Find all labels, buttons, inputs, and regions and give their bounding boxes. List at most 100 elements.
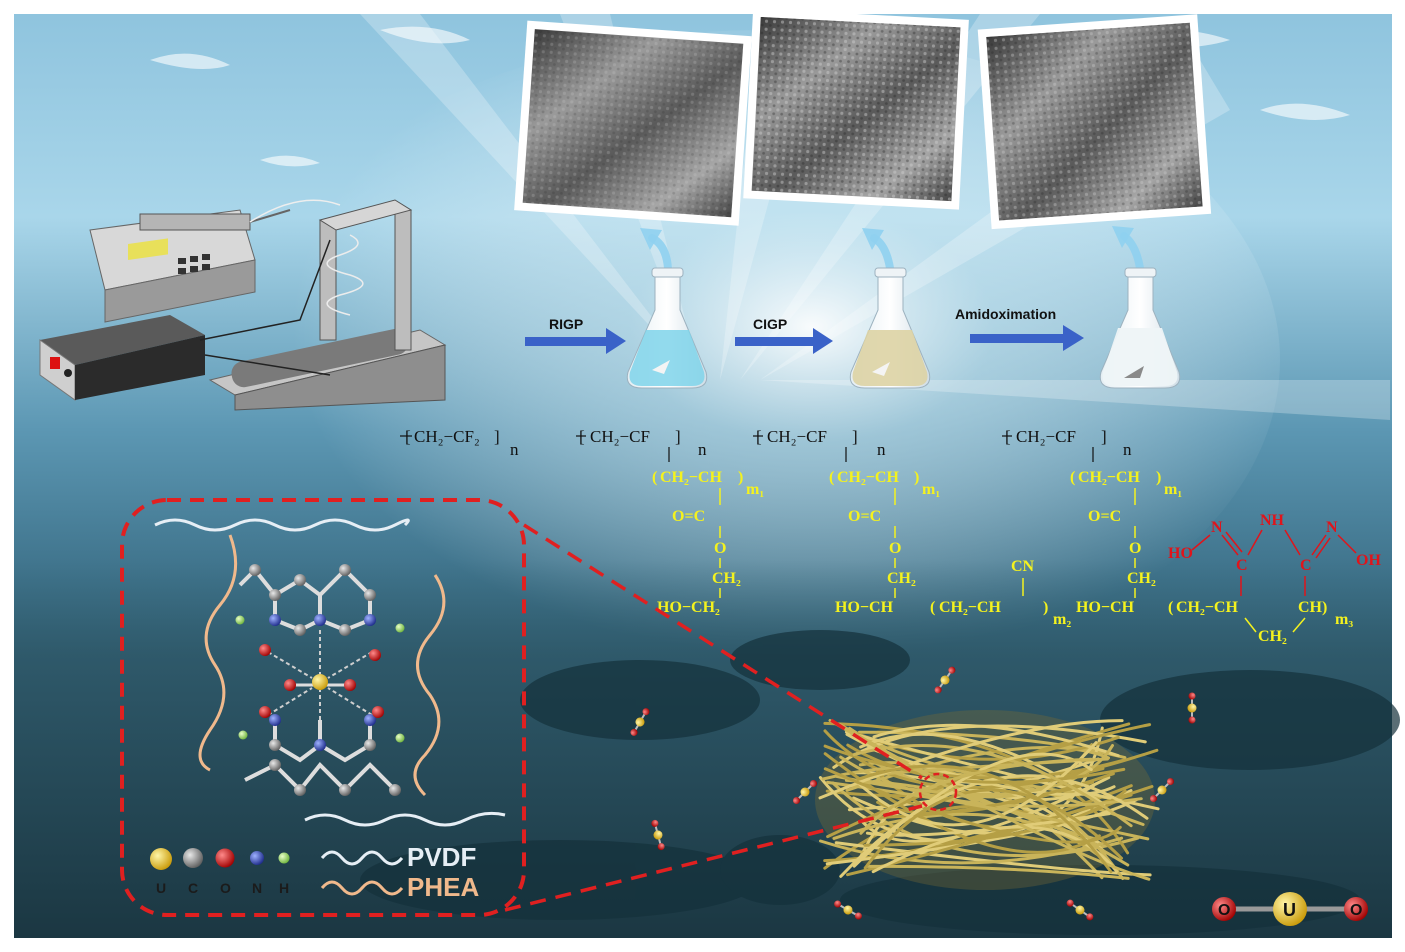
formula-amid-carbonyl: O=C	[1088, 508, 1121, 525]
syringe-pump-icon	[89, 209, 291, 323]
formula-amid-main: CH₂−CF	[1016, 427, 1076, 446]
fiber-strand	[819, 836, 1124, 865]
fiber-strand	[856, 764, 1113, 874]
formula-cigp-main: CH₂−CF	[767, 427, 827, 446]
formula-rigp-graft: CH₂−CH	[660, 469, 722, 486]
uranyl-ion-icon	[834, 900, 862, 920]
svg-text:(: (	[829, 469, 834, 486]
uranyl-amidoxime-complex	[235, 564, 405, 796]
fiber-strand	[852, 752, 1093, 868]
polymer-chains	[154, 518, 506, 827]
formula-pvdf-sub: n	[510, 440, 519, 459]
collector-frame-icon	[208, 199, 447, 411]
fiber-strand	[839, 755, 1143, 808]
svg-text:(: (	[652, 469, 657, 486]
sem-image-cigp	[743, 8, 969, 210]
formula-cigp-an-sub: m₂	[1053, 611, 1071, 628]
seabed-rocks	[360, 630, 1400, 935]
svg-text:(: (	[1168, 599, 1173, 616]
legend-pvdf-label: PVDF	[407, 842, 476, 872]
floating-uranyl-ions	[630, 666, 1197, 921]
formula-rigp-main: CH₂−CF	[590, 427, 650, 446]
uranyl-o-left: O	[1218, 902, 1230, 919]
legend-ball-c	[183, 848, 203, 868]
formula-amid-n-left: N	[1211, 519, 1223, 536]
formula-amid-n-right: N	[1326, 519, 1338, 536]
nanofiber-bundle	[815, 710, 1160, 890]
fiber-strand	[872, 723, 1120, 758]
svg-text:): )	[914, 469, 919, 486]
flask-rigp	[626, 267, 708, 389]
uranyl-ion-legend: O U O	[1212, 892, 1368, 926]
wires	[199, 199, 341, 376]
formula-amid-ch2: CH₂	[1127, 570, 1156, 587]
flask-cigp	[849, 267, 931, 389]
uranyl-o-left-ball	[1212, 897, 1236, 921]
legend-ball-u	[150, 848, 172, 870]
svg-text:[: [	[579, 427, 585, 446]
step-label-amidoximation: Amidoximation	[955, 306, 1056, 322]
legend-label-u: U	[156, 880, 166, 896]
formula-rigp-ether: O	[714, 540, 726, 557]
formula-amid-ring-bottom: CH₂	[1258, 628, 1287, 645]
uranyl-ion-icon	[1150, 778, 1174, 802]
formula-cigp-an: CH₂−CH	[939, 599, 1001, 616]
svg-text:]: ]	[1101, 427, 1107, 446]
uranyl-ion-icon	[1187, 692, 1197, 724]
fiber-strand	[839, 774, 1149, 878]
uranyl-ion-icon	[793, 780, 817, 804]
zoom-target-circle	[918, 772, 958, 812]
fiber-strand	[818, 719, 1124, 800]
formula-amid-ring-sub: m₃	[1335, 611, 1353, 628]
formula-rigp-sub: n	[698, 440, 707, 459]
svg-text:[: [	[405, 427, 411, 446]
formula-cigp-carbonyl: O=C	[848, 508, 881, 525]
atom-legend: U C O N H	[150, 848, 290, 896]
formula-amid-graft-sub: m₁	[1164, 481, 1182, 498]
svg-text:[: [	[1005, 427, 1011, 446]
formula-cigp-graft-sub: m₁	[922, 481, 940, 498]
svg-text:): )	[1043, 599, 1048, 616]
molecule-atoms	[235, 564, 405, 796]
formula-amid-ring2: CH	[1298, 599, 1323, 616]
svg-text:): )	[1156, 469, 1161, 486]
fiber-strand	[863, 788, 1123, 870]
step-label-rigp: RIGP	[549, 316, 583, 332]
fiber-strand	[823, 767, 1122, 844]
fiber-strand	[834, 841, 1152, 877]
formula-cigp: [ CH₂−CF ] n ( CH₂−CH ) m₁ O=C O CH₂ HO−…	[753, 427, 1071, 628]
fiber-strand	[825, 798, 1138, 866]
phea-wave-icon	[320, 880, 404, 896]
formula-amid-c-right: C	[1300, 557, 1312, 574]
formula-amid-end: HO−CH	[1076, 599, 1135, 616]
formula-cigp-end: HO−CH	[835, 599, 894, 616]
fiber-strand	[828, 719, 1151, 881]
fiber-strand	[852, 744, 1133, 828]
svg-text:[: [	[756, 427, 762, 446]
fiber-strand	[823, 744, 1126, 780]
legend-label-h: H	[279, 880, 289, 896]
formula-cigp-ether: O	[889, 540, 901, 557]
uranyl-o-right: O	[1350, 902, 1362, 919]
formula-cigp-sub: n	[877, 440, 886, 459]
process-arrows	[525, 325, 1084, 354]
formula-amid-sub: n	[1123, 440, 1132, 459]
uranyl-ion-icon	[651, 819, 665, 851]
formula-amid-ether: O	[1129, 540, 1141, 557]
formula-cigp-ch2: CH₂	[887, 570, 916, 587]
binding-site-callout	[120, 498, 526, 917]
formula-rigp-end: HO−CH₂	[657, 599, 720, 616]
uranyl-u-ball	[1273, 892, 1307, 926]
formula-amid-nh: NH	[1260, 512, 1285, 529]
polymer-legend: PVDF PHEA	[320, 842, 479, 902]
formula-rigp-carbonyl: O=C	[672, 508, 705, 525]
formula-amid-oh: OH	[1356, 552, 1381, 569]
formula-rigp: [ CH₂−CF ] n ( CH₂−CH ) m₁ O=C O CH₂ HO−…	[576, 427, 764, 616]
step-label-cigp: CIGP	[753, 316, 787, 332]
sem-image-rigp	[514, 20, 752, 226]
svg-text:]: ]	[494, 427, 500, 446]
formula-amid-graft: CH₂−CH	[1078, 469, 1140, 486]
svg-text:]: ]	[675, 427, 681, 446]
zoom-arrow-heads	[640, 226, 1134, 250]
formula-cigp-cn: CN	[1011, 558, 1035, 575]
